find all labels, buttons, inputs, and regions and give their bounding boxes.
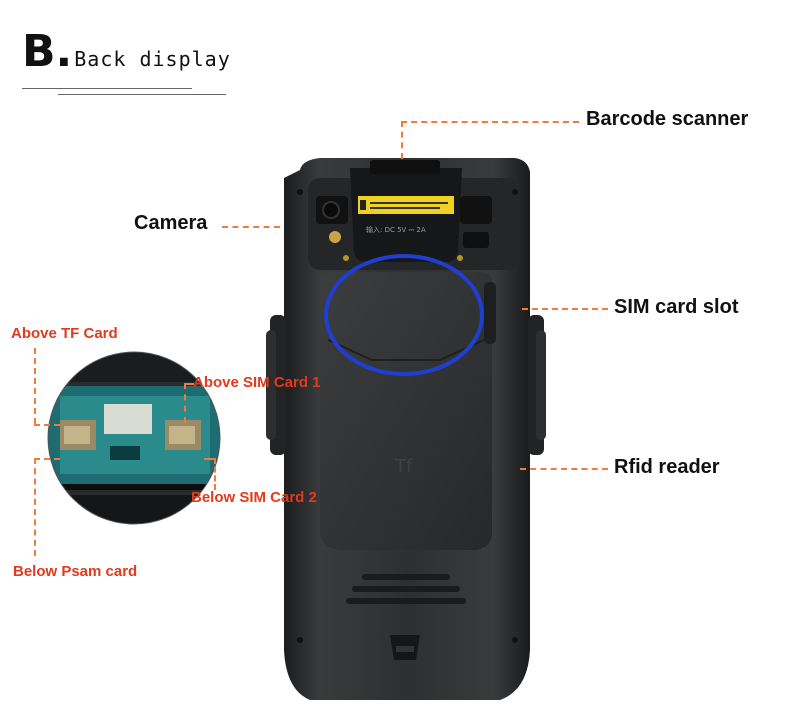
psam-line-v: [34, 458, 36, 556]
camera-callout-line: [222, 226, 280, 228]
power-label: 输入: DC 5V ⎓ 2A: [366, 225, 426, 234]
above-tf-card-label: Above TF Card: [11, 325, 118, 342]
camera-label: Camera: [134, 212, 208, 234]
psam-line-h: [34, 458, 60, 460]
barcode-scanner-label: Barcode scanner: [586, 108, 749, 130]
rfid-reader-label: Rfid reader: [614, 456, 720, 478]
below-psam-card-label: Below Psam card: [13, 563, 138, 580]
title-underline-1: [22, 88, 192, 89]
sim-card-slot-label: SIM card slot: [614, 296, 739, 318]
section-title: B.Back display: [22, 30, 231, 74]
sim-slot-callout-line: [522, 308, 608, 310]
tf-card-line-h: [34, 424, 60, 426]
rfid-callout-line: [520, 468, 608, 470]
title-underline-2: [58, 94, 226, 95]
barcode-callout-line-h: [401, 121, 579, 123]
sim2-line-v: [214, 458, 216, 490]
sim2-line-h: [204, 458, 216, 460]
sim1-line-v: [184, 383, 186, 423]
barcode-callout-line-v: [401, 121, 403, 159]
section-heading: Back display: [74, 47, 231, 71]
svg-text:Tf: Tf: [394, 456, 413, 477]
sim1-line-h: [184, 383, 194, 385]
above-sim-card-1-label: Above SIM Card 1: [193, 374, 321, 391]
tf-card-line-v: [34, 348, 36, 424]
section-letter: B.: [22, 26, 73, 77]
below-sim-card-2-label: Below SIM Card 2: [191, 489, 317, 506]
